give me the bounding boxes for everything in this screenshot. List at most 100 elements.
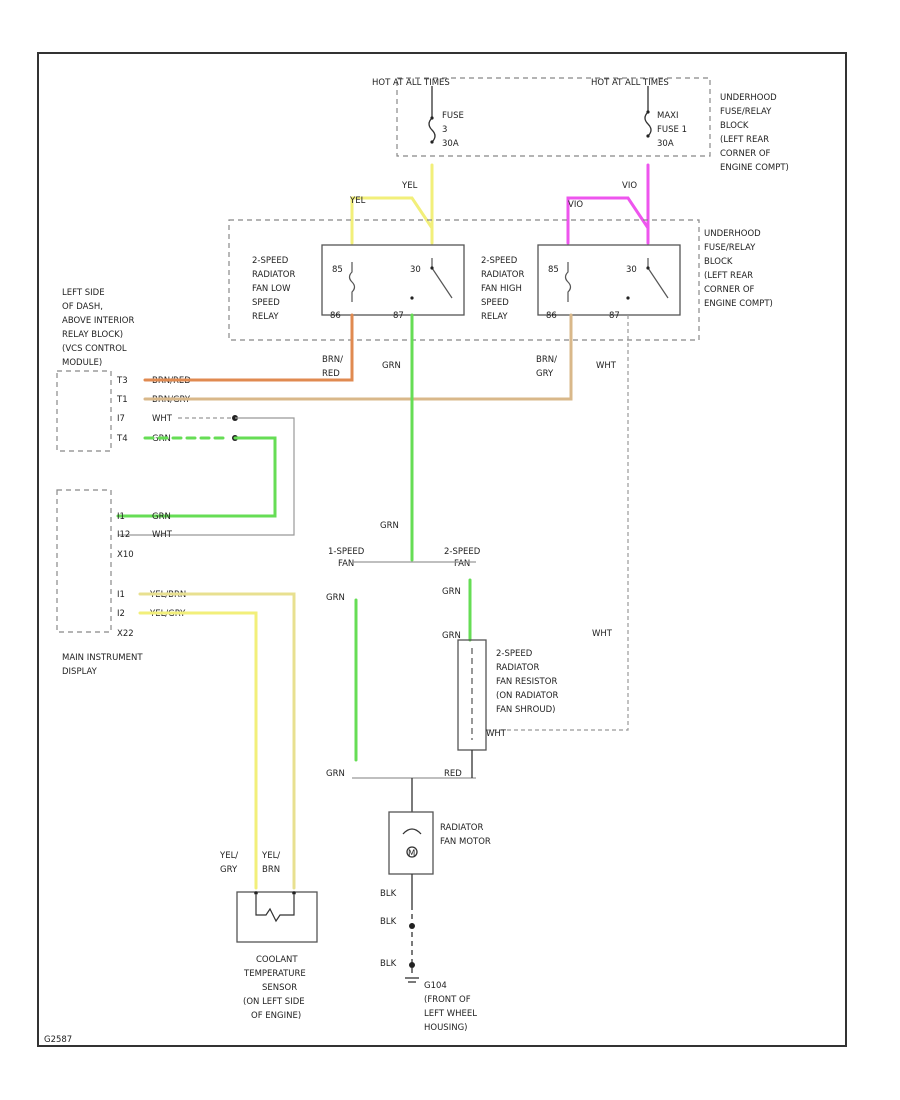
svg-text:RADIATOR: RADIATOR <box>496 663 539 673</box>
svg-text:RADIATOR: RADIATOR <box>440 823 483 833</box>
ground-icon <box>405 977 419 983</box>
relay-low-pin85: 85 <box>332 265 343 275</box>
svg-text:ENGINE COMPT): ENGINE COMPT) <box>720 163 789 173</box>
svg-text:CORNER OF: CORNER OF <box>720 149 771 159</box>
relay-high-pin86: 86 <box>546 311 557 321</box>
ground-wire1-label: BLK <box>380 889 397 899</box>
svg-text:OF ENGINE): OF ENGINE) <box>251 1011 301 1021</box>
wire-wht-relay-out <box>486 315 629 731</box>
svg-text:X22: X22 <box>117 629 134 639</box>
svg-text:FUSE/RELAY: FUSE/RELAY <box>704 243 756 253</box>
wire-grn-fan-left-label: GRN <box>326 593 345 603</box>
fan-motor-box <box>388 811 434 875</box>
diagram-frame <box>37 52 847 1047</box>
fan-speed2-label: 2-SPEED FAN <box>444 547 481 569</box>
svg-text:UNDERHOOD: UNDERHOOD <box>720 93 777 103</box>
wire-brn-gry <box>143 313 573 401</box>
wire-grn-mid-label: GRN <box>380 521 399 531</box>
wire-yel-branch-label: YEL <box>349 196 366 206</box>
relay-low-coil-icon <box>348 262 356 302</box>
svg-text:2-SPEED: 2-SPEED <box>444 547 481 557</box>
wire-brn-gry-label1: BRN/ <box>536 355 557 365</box>
motor-pin-label: M <box>408 849 415 859</box>
wire-brn-red <box>143 313 354 382</box>
splice-blk-2 <box>409 962 415 968</box>
wire-yellow-branch <box>350 196 434 245</box>
svg-text:ENGINE COMPT): ENGINE COMPT) <box>704 299 773 309</box>
relay-low-box <box>321 244 465 316</box>
wire-brn-red-label2: RED <box>322 369 340 379</box>
display-box <box>56 489 112 633</box>
relay-low-pin87: 87 <box>393 311 404 321</box>
svg-text:FAN SHROUD): FAN SHROUD) <box>496 705 555 715</box>
svg-text:RELAY: RELAY <box>481 312 508 322</box>
svg-text:CORNER OF: CORNER OF <box>704 285 755 295</box>
fuse-left-line1: FUSE <box>442 111 464 121</box>
svg-text:1-SPEED: 1-SPEED <box>328 547 365 557</box>
svg-text:BRN: BRN <box>262 865 280 875</box>
svg-text:FAN: FAN <box>454 559 470 569</box>
svg-text:FAN MOTOR: FAN MOTOR <box>440 837 491 847</box>
svg-text:BLOCK: BLOCK <box>720 121 749 131</box>
svg-text:BLOCK: BLOCK <box>704 257 733 267</box>
wire-grn-relay-label: GRN <box>382 361 401 371</box>
fan-speed1-label: 1-SPEED FAN <box>328 547 365 569</box>
vcs-module-box <box>56 370 112 452</box>
splice-blk-1 <box>409 923 415 929</box>
svg-text:I1: I1 <box>117 590 125 600</box>
svg-text:FAN HIGH: FAN HIGH <box>481 284 522 294</box>
svg-text:I7: I7 <box>117 414 125 424</box>
svg-text:RELAY BLOCK): RELAY BLOCK) <box>62 330 123 340</box>
fuse-right-icon <box>644 86 652 138</box>
relay-low-pin86: 86 <box>330 311 341 321</box>
wire-grn-fan-right-label: GRN <box>442 587 461 597</box>
relay-high-pin87: 87 <box>609 311 620 321</box>
svg-text:ABOVE INTERIOR: ABOVE INTERIOR <box>62 316 134 326</box>
svg-text:HOUSING): HOUSING) <box>424 1023 467 1033</box>
relay-low-pin30: 30 <box>410 265 421 275</box>
wire-wht-mid-label: WHT <box>592 629 613 639</box>
svg-text:FAN: FAN <box>338 559 354 569</box>
res-wire-label: WHT <box>486 729 507 739</box>
svg-text:WHT: WHT <box>152 530 173 540</box>
wire-vio-branch-label: VIO <box>568 200 583 210</box>
fuse-right-line2: FUSE 1 <box>657 125 687 135</box>
motor-icon <box>402 828 422 858</box>
block-mid-label: UNDERHOOD FUSE/RELAY BLOCK (LEFT REAR CO… <box>704 229 773 309</box>
fuse-left-icon <box>428 86 436 144</box>
svg-text:YEL/: YEL/ <box>261 851 280 861</box>
wire-grn-fan-right2-label: GRN <box>442 631 461 641</box>
svg-text:(FRONT OF: (FRONT OF <box>424 995 471 1005</box>
fuse-left-line2: 3 <box>442 125 447 135</box>
fan-resistor-label: 2-SPEED RADIATOR FAN RESISTOR (ON RADIAT… <box>496 649 559 715</box>
svg-text:(ON LEFT SIDE: (ON LEFT SIDE <box>243 997 305 1007</box>
svg-text:T1: T1 <box>116 395 128 405</box>
svg-text:YEL/: YEL/ <box>219 851 238 861</box>
wire-yel-brn-sensor <box>138 592 296 890</box>
svg-text:(VCS CONTROL: (VCS CONTROL <box>62 344 127 354</box>
ground-wire3-label: BLK <box>380 959 397 969</box>
svg-text:SPEED: SPEED <box>481 298 509 308</box>
hot-right-label: HOT AT ALL TIMES <box>591 78 669 88</box>
svg-text:(ON RADIATOR: (ON RADIATOR <box>496 691 559 701</box>
svg-text:2-SPEED: 2-SPEED <box>481 256 518 266</box>
ground-wire2-label: BLK <box>380 917 397 927</box>
wire-brn-red-label1: BRN/ <box>322 355 343 365</box>
svg-text:SPEED: SPEED <box>252 298 280 308</box>
svg-text:WHT: WHT <box>152 414 173 424</box>
block-top-label: UNDERHOOD FUSE/RELAY BLOCK (LEFT REAR CO… <box>720 93 789 173</box>
footer-code: G2587 <box>44 1035 72 1045</box>
coolant-sensor-box <box>236 891 318 943</box>
relay-block-label: LEFT SIDE OF DASH, ABOVE INTERIOR RELAY … <box>62 288 134 368</box>
svg-text:TEMPERATURE: TEMPERATURE <box>243 969 306 979</box>
svg-text:RELAY: RELAY <box>252 312 279 322</box>
wire-yel-top-label: YEL <box>401 181 418 191</box>
fuse-right-line3: 30A <box>657 139 674 149</box>
relay-high-coil-icon <box>564 262 572 302</box>
svg-text:(LEFT REAR: (LEFT REAR <box>720 135 769 145</box>
wire-vio-top-label: VIO <box>622 181 637 191</box>
svg-text:2-SPEED: 2-SPEED <box>496 649 533 659</box>
fuse-left-line3: 30A <box>442 139 459 149</box>
wire-yel-gry-sensor <box>138 611 258 890</box>
